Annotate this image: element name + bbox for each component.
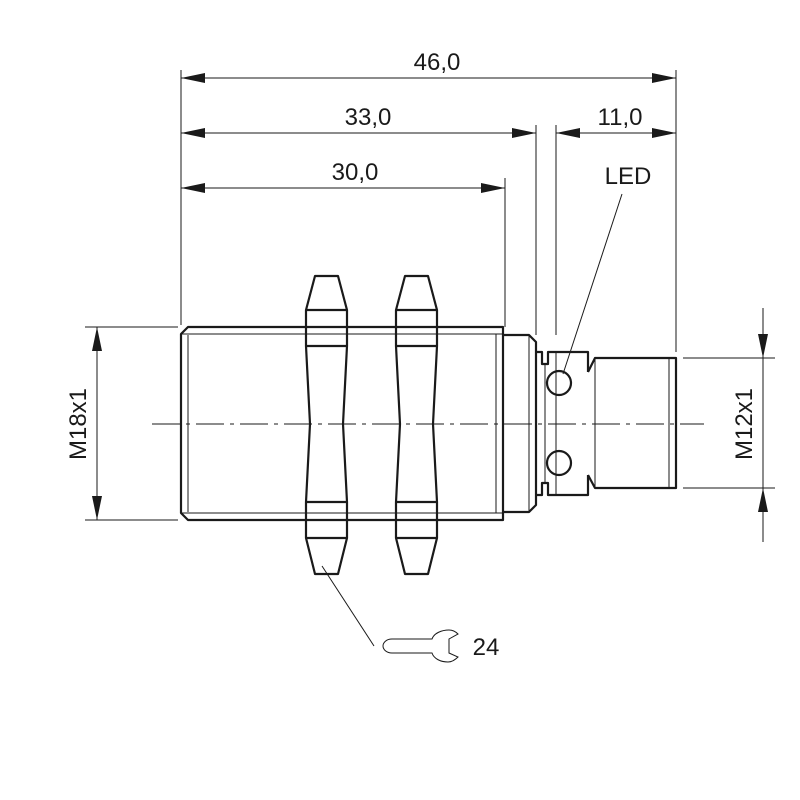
mounting-nut-rear: [394, 274, 439, 576]
dimension-lines: [85, 70, 775, 542]
mounting-nut-front: [304, 274, 349, 576]
dimension-overall-length: 46,0: [414, 49, 461, 76]
led-window-bottom: [545, 449, 573, 477]
label-connector-thread: M12x1: [731, 388, 758, 460]
led-leader-line: [562, 193, 623, 375]
dimension-connector-length: 11,0: [598, 104, 643, 131]
dimension-sensing-body-length: 30,0: [332, 159, 379, 186]
label-wrench-size: 24: [473, 634, 500, 661]
wrench-icon: [382, 629, 459, 663]
wrench-leader-line: [321, 565, 375, 647]
sensor-body: [179, 325, 678, 522]
label-main-thread: M18x1: [65, 388, 92, 460]
dimension-thread-length: 33,0: [345, 104, 392, 131]
label-led: LED: [605, 163, 652, 190]
led-window-top: [545, 369, 573, 397]
